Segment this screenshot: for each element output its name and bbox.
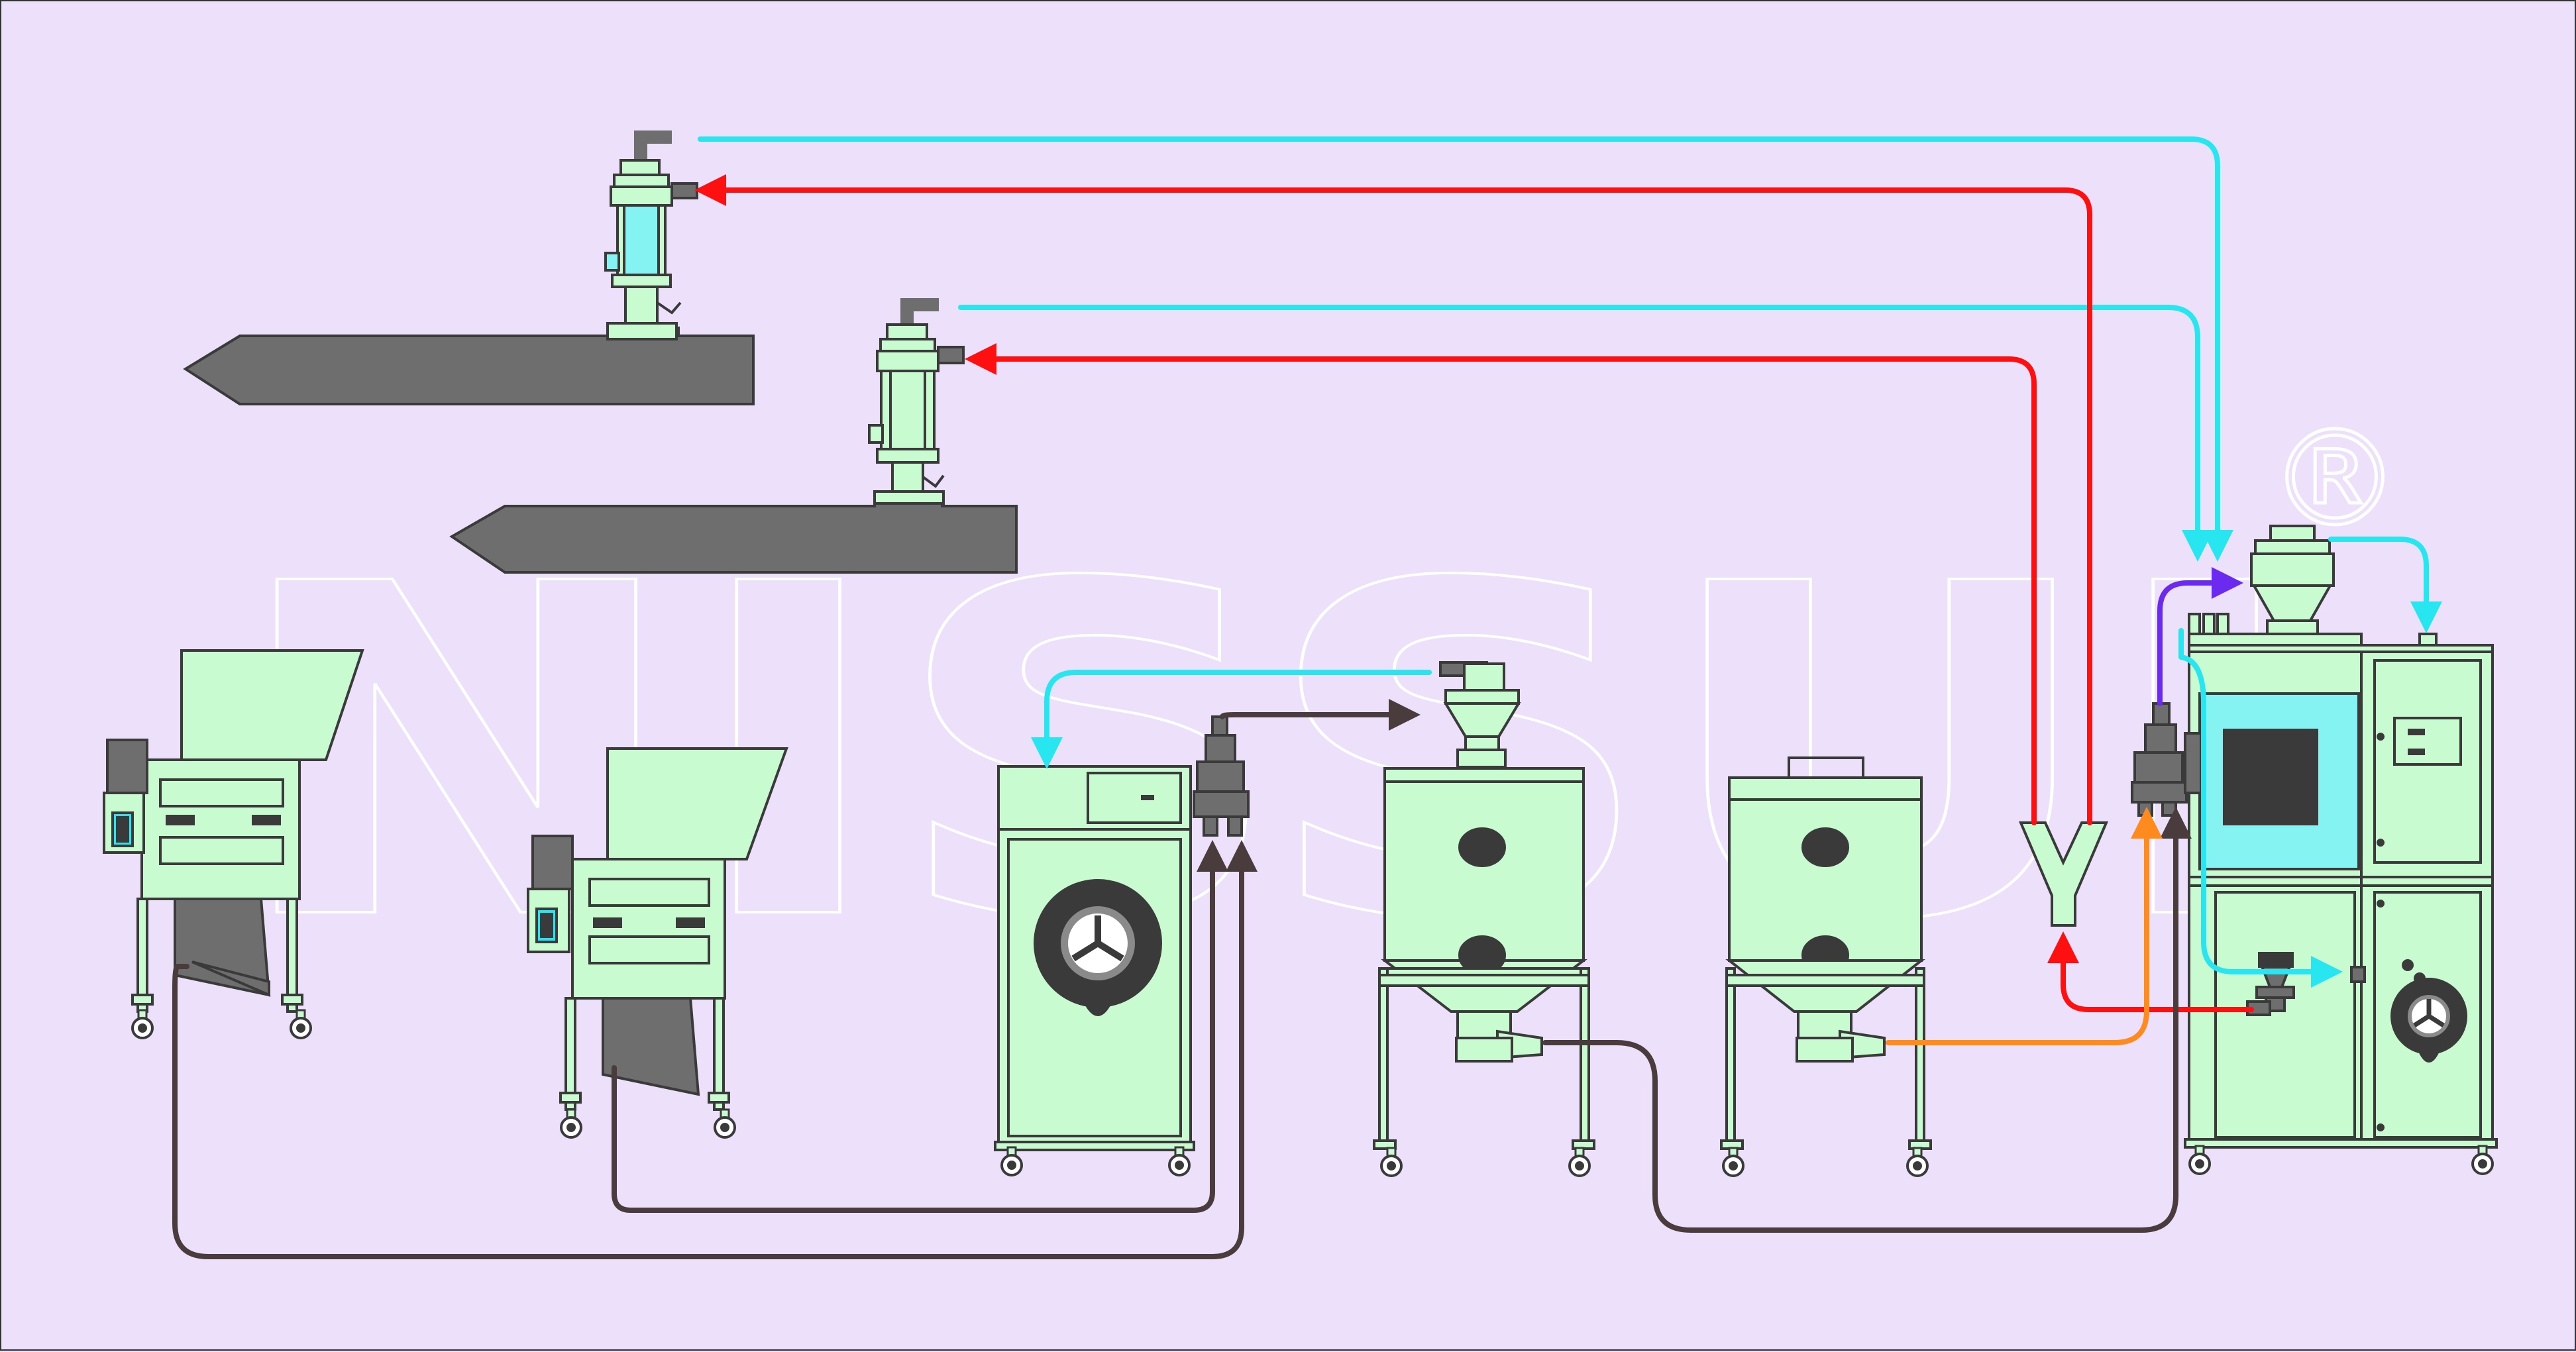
purple-dryer-feed-line (2157, 567, 2243, 706)
cyan-blower-loader-line (1031, 670, 1432, 769)
dark-regrind-line-left (172, 840, 1258, 1259)
hopper-loader-upper (604, 130, 698, 340)
hopper-loader-lower (868, 298, 965, 505)
red-dryer-to-splitter-line (2047, 931, 2254, 1012)
dark-silo-to-dryer-line (1542, 807, 2192, 1233)
cyan-air-line-upper (698, 136, 2233, 562)
dark-blower-to-silo-line (1220, 699, 1421, 731)
cyan-air-line-lower (958, 305, 2214, 562)
dehumidifying-dryer (2131, 525, 2498, 1175)
red-material-line-upper (694, 174, 2092, 825)
dark-regrind-line-right (612, 840, 1228, 1213)
injection-molding-barrel-lower (449, 498, 1018, 574)
red-material-line-lower (965, 343, 2037, 825)
granulator-left (103, 649, 364, 1039)
vacuum-blower-unit (994, 715, 1250, 1176)
cyan-dryer-loader-line (2328, 537, 2442, 633)
granulator-right (527, 747, 788, 1139)
y-splitter (2018, 821, 2109, 927)
orange-silo-to-dryer-line (1886, 807, 2163, 1045)
cyan-dryer-return-line (2178, 628, 2343, 988)
material-silo-right (1720, 756, 1932, 1177)
injection-molding-barrel-upper (183, 327, 755, 405)
material-silo-left (1373, 661, 1595, 1177)
